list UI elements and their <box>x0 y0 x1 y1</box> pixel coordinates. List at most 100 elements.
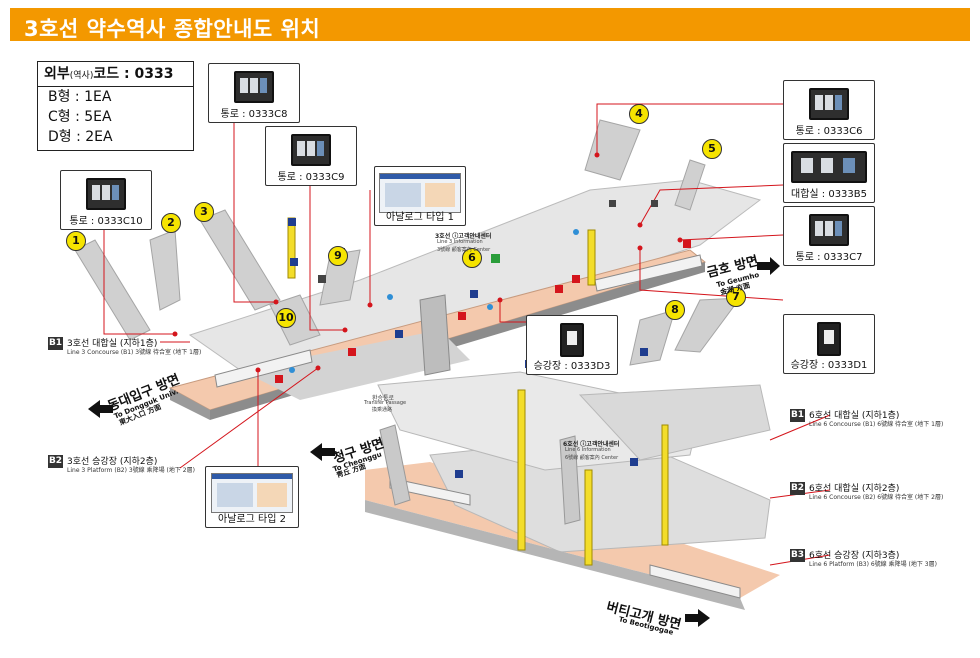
pillar <box>287 217 296 279</box>
leader-platform-b2 <box>179 367 319 469</box>
info-center-line3: 3호선 ⓘ고객안내센터 <box>435 233 492 240</box>
pillar <box>584 469 593 566</box>
line6-escalator-left <box>379 424 411 506</box>
kiosk-d-icon <box>560 323 584 357</box>
arrow-dongguk <box>88 400 113 418</box>
device-count-heading: 외부(역사)코드 : 0333 <box>38 62 193 87</box>
kiosk-c-icon <box>809 88 849 120</box>
level-label-l3-b2: 3호선 승강장 (지하2층) <box>67 457 158 467</box>
kiosk-c-icon <box>86 178 126 210</box>
level-sub-l3-b2: Line 3 Platform (B2) 3號線 乘降場 (地下 2層) <box>67 467 195 474</box>
line3-train-right <box>594 254 703 292</box>
line3-train-left <box>214 349 313 388</box>
callout-d1[interactable]: 승강장 : 0333D1 <box>783 314 875 374</box>
transfer-passage: 환승통로 <box>372 395 395 402</box>
exit-9-stair <box>319 249 361 306</box>
facility-icons <box>275 200 691 478</box>
exit-5-stair <box>674 159 706 211</box>
exit-3-stair <box>199 209 281 311</box>
level-tag-l6-b1: B1 <box>790 409 805 422</box>
level-label-l6-b2: 6호선 대합실 (지하2층) <box>809 484 900 494</box>
pillar <box>517 389 526 551</box>
kiosk-c-icon <box>291 134 331 166</box>
exit-2-marker[interactable]: 2 <box>161 213 181 233</box>
count-type-c: C형 : 5EA <box>48 109 112 125</box>
callout-d3-label: 승강장 : 0333D3 <box>533 361 611 372</box>
leader-d3 <box>499 300 526 323</box>
callout-c7[interactable]: 통로 : 0333C7 <box>783 206 875 266</box>
pillar <box>587 229 596 286</box>
callout-c10-label: 통로 : 0333C10 <box>69 216 143 227</box>
exit-7-marker[interactable]: 7 <box>726 287 746 307</box>
info-center-line6-sub: 6號線 顧客案內 Center <box>565 455 619 461</box>
callout-c10[interactable]: 통로 : 0333C10 <box>60 170 152 230</box>
line6-train-right <box>649 564 741 599</box>
level-tag-l6-b2: B2 <box>790 482 805 495</box>
callout-analog2[interactable]: 아날로그 타입 2 <box>205 466 299 528</box>
leader-c8 <box>233 120 276 303</box>
analog-map-icon <box>379 173 461 213</box>
leader-l6-b1 <box>769 414 831 441</box>
callout-c8-label: 통로 : 0333C8 <box>220 109 288 120</box>
level-sub-l3-b1: Line 3 Concourse (B1) 3號線 待合室 (地下 1層) <box>67 349 202 356</box>
leader-c6 <box>596 103 785 155</box>
level-label-l6-b3: 6호선 승강장 (지하3층) <box>809 551 900 561</box>
transfer-passage-cn: 換乘通路 <box>372 407 393 413</box>
analog-map-icon <box>211 473 293 513</box>
level-tag-l6-b3: B3 <box>790 549 805 562</box>
header-bar: 3호선 약수역사 종합안내도 위치 <box>10 8 970 41</box>
kiosk-d-icon <box>817 322 841 356</box>
exit-8-marker[interactable]: 8 <box>665 300 685 320</box>
kiosk-c-icon <box>809 214 849 246</box>
level-sub-l6-b1: Line 6 Concourse (B1) 6號線 待合室 (地下 1層) <box>809 421 944 428</box>
info-center-line6-en: Line 6 Information <box>565 447 611 453</box>
exit-9-marker[interactable]: 9 <box>328 246 348 266</box>
exit-6-marker[interactable]: 6 <box>462 248 482 268</box>
level-sub-l6-b3: Line 6 Platform (B3) 6號線 乘降場 (地下 3層) <box>809 561 937 568</box>
leader-c10 <box>103 228 175 335</box>
transfer-passage-en: Transfer Passage <box>364 400 407 406</box>
callout-analog1-label: 아날로그 타입 1 <box>386 212 454 223</box>
callout-c6[interactable]: 통로 : 0333C6 <box>783 80 875 140</box>
callout-b5[interactable]: 대합실 : 0333B5 <box>783 143 875 203</box>
callout-analog1[interactable]: 아날로그 타입 1 <box>374 166 466 226</box>
callout-d3[interactable]: 승강장 : 0333D3 <box>526 315 618 375</box>
exit-8-stair <box>629 309 676 366</box>
exit-7-stair <box>674 297 742 353</box>
arrow-beotigogae <box>685 609 710 627</box>
device-count-box: 외부(역사)코드 : 0333 B형 : 1EA C형 : 5EA D형 : 2… <box>37 61 194 151</box>
callout-c8[interactable]: 통로 : 0333C8 <box>208 63 300 123</box>
line3-track-wall <box>170 388 210 420</box>
exit-10-marker[interactable]: 10 <box>276 308 296 328</box>
arrow-cheonggu <box>310 443 335 461</box>
info-center-line3-en: Line 3 Information <box>437 239 483 245</box>
line6-escalator-right <box>559 435 581 525</box>
exit-1-stair <box>74 239 151 341</box>
arrow-geumho <box>757 257 780 275</box>
exit-1-marker[interactable]: 1 <box>66 231 86 251</box>
level-label-l6-b1: 6호선 대합실 (지하1층) <box>809 411 900 421</box>
callout-c7-label: 통로 : 0333C7 <box>795 252 863 263</box>
count-type-d: D형 : 2EA <box>48 129 113 145</box>
leader-b5 <box>639 184 784 226</box>
info-center-line6: 6호선 ⓘ고객안내센터 <box>563 441 620 448</box>
level-label-l3-b1: 3호선 대합실 (지하1층) <box>67 339 158 349</box>
callout-c9[interactable]: 통로 : 0333C9 <box>265 126 357 186</box>
exit-3-marker[interactable]: 3 <box>194 202 214 222</box>
exit-4-stair <box>584 119 641 181</box>
exit-2-stair <box>149 229 181 311</box>
page-title: 3호선 약수역사 종합안내도 위치 <box>24 17 321 41</box>
exit-5-marker[interactable]: 5 <box>702 139 722 159</box>
level-sub-l6-b2: Line 6 Concourse (B2) 6號線 待合室 (地下 2層) <box>809 494 944 501</box>
kiosk-c-icon <box>234 71 274 103</box>
info-center-line3-sub: 3號線 顧客案內 Center <box>437 247 491 253</box>
line6-slab-right <box>578 384 771 461</box>
level-tag-l3-b2: B2 <box>48 455 63 468</box>
level-tag-l3-b1: B1 <box>48 337 63 350</box>
pillar <box>661 424 669 546</box>
callout-c6-label: 통로 : 0333C6 <box>795 126 863 137</box>
callout-c9-label: 통로 : 0333C9 <box>277 172 345 183</box>
count-type-b: B형 : 1EA <box>48 89 112 105</box>
exit-4-marker[interactable]: 4 <box>629 104 649 124</box>
